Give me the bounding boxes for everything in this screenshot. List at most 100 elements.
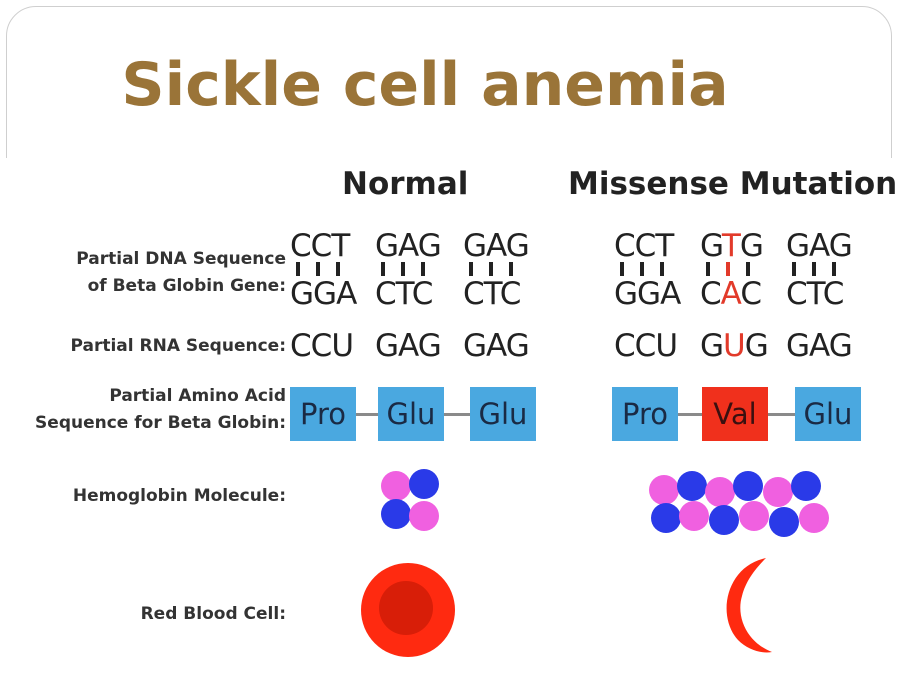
globin-subunit bbox=[409, 501, 439, 531]
globin-subunit bbox=[733, 471, 763, 501]
slide-title: Sickle cell anemia bbox=[121, 50, 729, 120]
base-letter: C bbox=[740, 276, 762, 312]
base-letter: C bbox=[375, 276, 397, 312]
base-letter: C bbox=[786, 276, 808, 312]
sickle-hemoglobin-polymer bbox=[649, 471, 829, 537]
amino-row-label: Partial Amino Acid Sequence for Beta Glo… bbox=[35, 383, 286, 437]
base-letter: T bbox=[655, 228, 674, 264]
base-letter: A bbox=[660, 276, 681, 312]
base-letter: G bbox=[637, 276, 661, 312]
hydrogen-bond-tick bbox=[812, 262, 816, 276]
normal-amino-acid-box: Glu bbox=[378, 387, 444, 441]
base-pair-bonds bbox=[461, 262, 521, 276]
base-letter: C bbox=[634, 228, 657, 264]
base-letter: C bbox=[700, 276, 722, 312]
base-letter: C bbox=[463, 276, 485, 312]
base-letter: G bbox=[828, 228, 853, 264]
base-letter: C bbox=[411, 276, 434, 312]
hydrogen-bond-tick bbox=[336, 262, 340, 276]
globin-subunit bbox=[381, 471, 411, 501]
base-letter: U bbox=[655, 328, 678, 364]
normal-hemoglobin-molecule bbox=[381, 469, 439, 531]
mutation-dna-bottom-codon: GGA bbox=[614, 276, 681, 312]
sickle-cell-diagram: Normal Missense Mutation Partial DNA Seq… bbox=[0, 158, 900, 675]
base-letter: G bbox=[290, 276, 314, 312]
base-pair-bonds bbox=[373, 262, 433, 276]
base-letter: G bbox=[700, 228, 723, 264]
hydrogen-bond-tick bbox=[316, 262, 320, 276]
base-letter: A bbox=[809, 228, 830, 264]
base-letter: T bbox=[721, 228, 741, 264]
globin-subunit bbox=[791, 471, 821, 501]
dna-row-label-line2: of Beta Globin Gene: bbox=[87, 276, 286, 296]
base-letter: G bbox=[700, 328, 724, 364]
hydrogen-bond-tick bbox=[832, 262, 836, 276]
base-letter: T bbox=[331, 228, 350, 264]
hemoglobin-row-label: Hemoglobin Molecule: bbox=[72, 486, 286, 506]
base-letter: U bbox=[723, 328, 746, 364]
base-letter: G bbox=[463, 228, 487, 264]
base-letter: G bbox=[828, 328, 853, 364]
mutation-dna-bottom-codon: CAC bbox=[700, 276, 762, 312]
globin-subunit bbox=[409, 469, 439, 499]
hydrogen-bond-tick bbox=[421, 262, 425, 276]
base-letter: C bbox=[290, 228, 312, 264]
dna-row-label: Partial DNA Sequence of Beta Globin Gene… bbox=[76, 246, 286, 300]
mutation-amino-acid-box: Val bbox=[702, 387, 768, 441]
base-letter: C bbox=[310, 328, 333, 364]
base-letter: G bbox=[417, 228, 442, 264]
normal-column-header: Normal bbox=[342, 166, 469, 202]
normal-rna-codon: CCU bbox=[290, 328, 354, 364]
mutation-dna-top-codon: GTG bbox=[700, 228, 764, 264]
hydrogen-bond-tick bbox=[640, 262, 644, 276]
base-letter: A bbox=[398, 228, 419, 264]
base-letter: G bbox=[786, 228, 810, 264]
base-letter: G bbox=[614, 276, 638, 312]
mutation-rna-codon: GUG bbox=[700, 328, 769, 364]
base-pair-bonds bbox=[288, 262, 348, 276]
base-letter: C bbox=[310, 228, 333, 264]
mutation-amino-acid-box: Glu bbox=[795, 387, 861, 441]
base-letter: G bbox=[375, 228, 399, 264]
base-letter: G bbox=[313, 276, 337, 312]
base-letter: C bbox=[290, 328, 312, 364]
globin-subunit bbox=[705, 477, 735, 507]
base-letter: C bbox=[634, 328, 657, 364]
normal-dna-bottom-codon: GGA bbox=[290, 276, 357, 312]
mutation-dna-top-codon: GAG bbox=[786, 228, 853, 264]
base-letter: T bbox=[806, 276, 824, 312]
mutation-rna-codon: CCU bbox=[614, 328, 678, 364]
normal-amino-acid-box: Glu bbox=[470, 387, 536, 441]
mutation-dna-top-codon: CCT bbox=[614, 228, 674, 264]
base-letter: A bbox=[486, 228, 507, 264]
hydrogen-bond-tick bbox=[509, 262, 513, 276]
base-letter: G bbox=[463, 328, 487, 364]
hydrogen-bond-tick bbox=[746, 262, 750, 276]
normal-dna-bottom-codon: CTC bbox=[375, 276, 434, 312]
normal-rna-codon: GAG bbox=[375, 328, 442, 364]
base-letter: C bbox=[499, 276, 522, 312]
base-pair-bonds bbox=[612, 262, 672, 276]
globin-subunit bbox=[739, 501, 769, 531]
amino-row-label-line1: Partial Amino Acid bbox=[109, 386, 286, 406]
hydrogen-bond-tick bbox=[726, 262, 730, 276]
globin-subunit bbox=[769, 507, 799, 537]
mutation-amino-acid-box: Pro bbox=[612, 387, 678, 441]
normal-dna-top-codon: CCT bbox=[290, 228, 350, 264]
hydrogen-bond-tick bbox=[620, 262, 624, 276]
mutation-column-header: Missense Mutation bbox=[568, 166, 898, 202]
base-letter: T bbox=[395, 276, 413, 312]
rna-row-label: Partial RNA Sequence: bbox=[70, 336, 286, 356]
globin-subunit bbox=[381, 499, 411, 529]
base-letter: C bbox=[614, 228, 636, 264]
globin-subunit bbox=[679, 501, 709, 531]
mutation-rna-codon: GAG bbox=[786, 328, 853, 364]
base-letter: A bbox=[486, 328, 507, 364]
base-letter: G bbox=[375, 328, 399, 364]
hydrogen-bond-tick bbox=[401, 262, 405, 276]
base-letter: G bbox=[739, 228, 764, 264]
base-letter: A bbox=[398, 328, 419, 364]
hydrogen-bond-tick bbox=[296, 262, 300, 276]
sickle-red-blood-cell bbox=[726, 558, 772, 653]
base-letter: G bbox=[744, 328, 769, 364]
